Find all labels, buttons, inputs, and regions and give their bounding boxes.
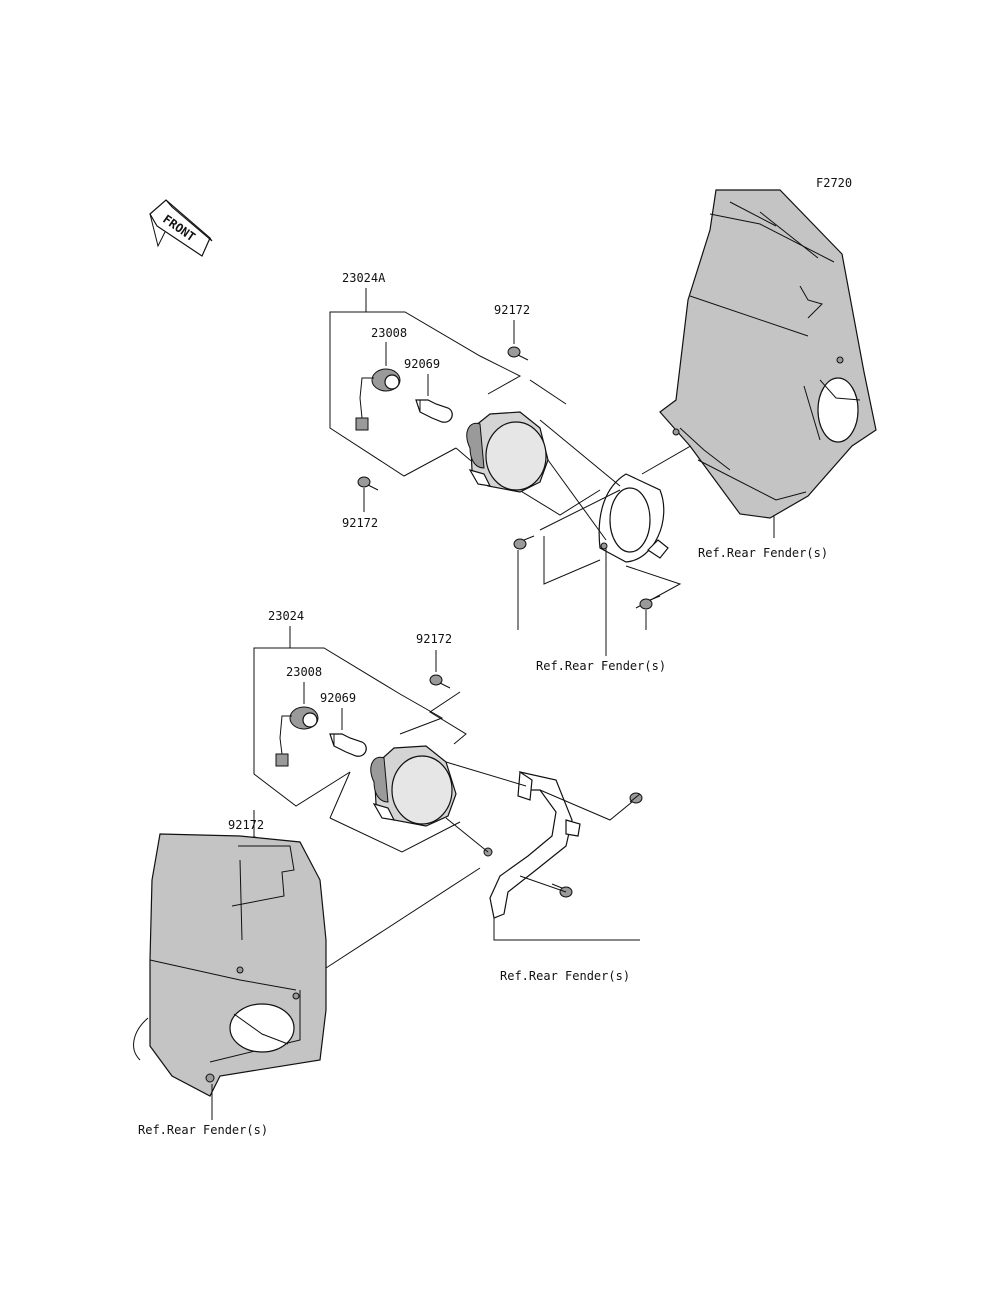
upper-bulb-part-number: 92069: [404, 357, 440, 371]
upper-bracket-screw-icon: [513, 535, 535, 550]
lower-assembly-part-number: 23024: [268, 609, 304, 623]
upper-left-screw-icon: [357, 476, 379, 491]
upper-socket-icon: [355, 368, 401, 431]
figure-code: F2720: [816, 176, 852, 190]
upper-rear-fender-icon: [659, 189, 877, 519]
upper-lamp-housing-icon: [466, 411, 549, 493]
upper-bulb-icon: [415, 399, 453, 423]
lower-left-screw-part-number: 92172: [228, 818, 264, 832]
upper-top-screw-icon: [507, 346, 529, 361]
upper-socket-part-number: 23008: [371, 326, 407, 340]
lower-ref-bracket: Ref.Rear Fender(s): [500, 969, 630, 983]
lower-top-screw-part-number: 92172: [416, 632, 452, 646]
lower-socket-icon: [275, 706, 319, 767]
lower-bulb-part-number: 92069: [320, 691, 356, 705]
upper-mount-bracket-icon: [598, 473, 669, 563]
upper-ref-bottom: Ref.Rear Fender(s): [536, 659, 666, 673]
lower-mount-bracket-icon: [483, 770, 581, 919]
lower-bulb-icon: [329, 733, 367, 757]
upper-assembly-part-number: 23024A: [342, 271, 386, 285]
lower-lamp-housing-icon: [370, 745, 457, 827]
upper-ref-right: Ref.Rear Fender(s): [698, 546, 828, 560]
front-arrow-icon: FRONT: [149, 199, 213, 257]
upper-bracket-right-screw-icon: [639, 595, 661, 610]
upper-left-screw-part-number: 92172: [342, 516, 378, 530]
lower-bracket-right-screw-icon: [629, 792, 643, 804]
lower-rear-fender-icon: [149, 833, 327, 1097]
lower-socket-part-number: 23008: [286, 665, 322, 679]
lower-ref-fender: Ref.Rear Fender(s): [138, 1123, 268, 1137]
lower-top-screw-icon: [429, 674, 451, 689]
upper-top-screw-part-number: 92172: [494, 303, 530, 317]
